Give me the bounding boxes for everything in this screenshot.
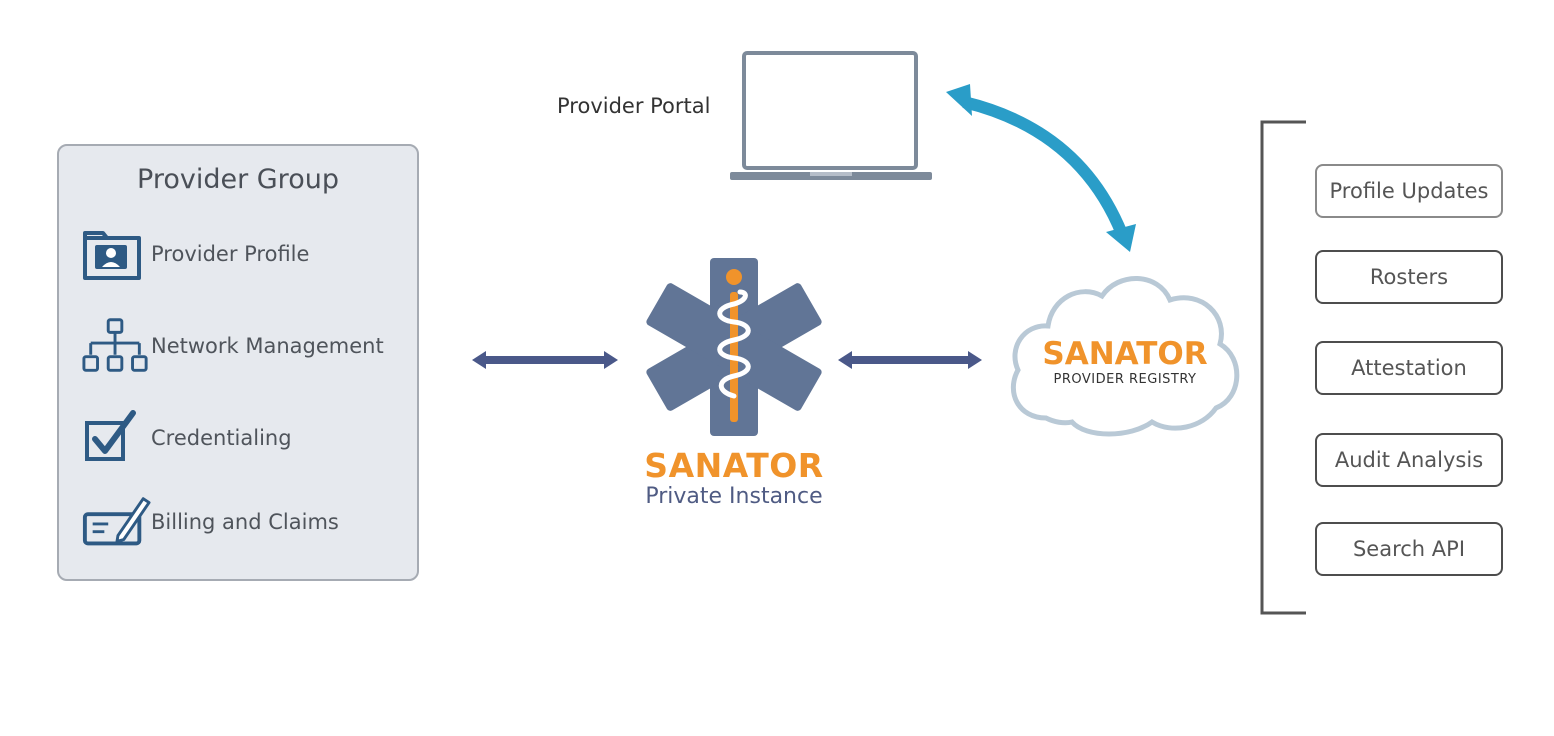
provider-group-title: Provider Group bbox=[137, 164, 339, 195]
instance-subtitle: Private Instance bbox=[645, 484, 823, 509]
portal-registry-arrow bbox=[946, 84, 1136, 252]
cloud-icon bbox=[1010, 276, 1240, 437]
feature-provider-profile: Provider Profile bbox=[81, 224, 309, 284]
star-of-life-icon bbox=[646, 258, 822, 436]
profile-folder-icon bbox=[81, 224, 151, 284]
checkbox-icon bbox=[81, 408, 151, 468]
registry-subtitle: PROVIDER REGISTRY bbox=[1053, 372, 1197, 387]
instance-registry-arrow bbox=[838, 351, 982, 369]
feature-label: Network Management bbox=[151, 334, 384, 358]
feature-label: Provider Profile bbox=[151, 242, 310, 266]
service-attestation: Attestation bbox=[1315, 341, 1503, 395]
service-audit-analysis: Audit Analysis bbox=[1315, 433, 1503, 487]
feature-label: Credentialing bbox=[151, 426, 292, 450]
service-search-api: Search API bbox=[1315, 522, 1503, 576]
provider-group-panel: Provider Group Provider Profile Network … bbox=[57, 144, 419, 581]
service-profile-updates: Profile Updates bbox=[1315, 164, 1503, 218]
feature-credentialing: Credentialing bbox=[81, 408, 292, 468]
laptop-icon bbox=[730, 51, 932, 180]
services-bracket bbox=[1260, 120, 1306, 615]
service-rosters: Rosters bbox=[1315, 250, 1503, 304]
feature-network-management: Network Management bbox=[81, 316, 384, 376]
check-pen-icon bbox=[81, 492, 151, 552]
instance-brand: SANATOR bbox=[644, 446, 824, 485]
registry-brand: SANATOR bbox=[1042, 336, 1208, 372]
group-instance-arrow bbox=[472, 351, 618, 369]
feature-label: Billing and Claims bbox=[151, 510, 339, 534]
feature-billing-claims: Billing and Claims bbox=[81, 492, 339, 552]
provider-portal-label: Provider Portal bbox=[557, 94, 711, 118]
org-chart-icon bbox=[81, 316, 151, 376]
